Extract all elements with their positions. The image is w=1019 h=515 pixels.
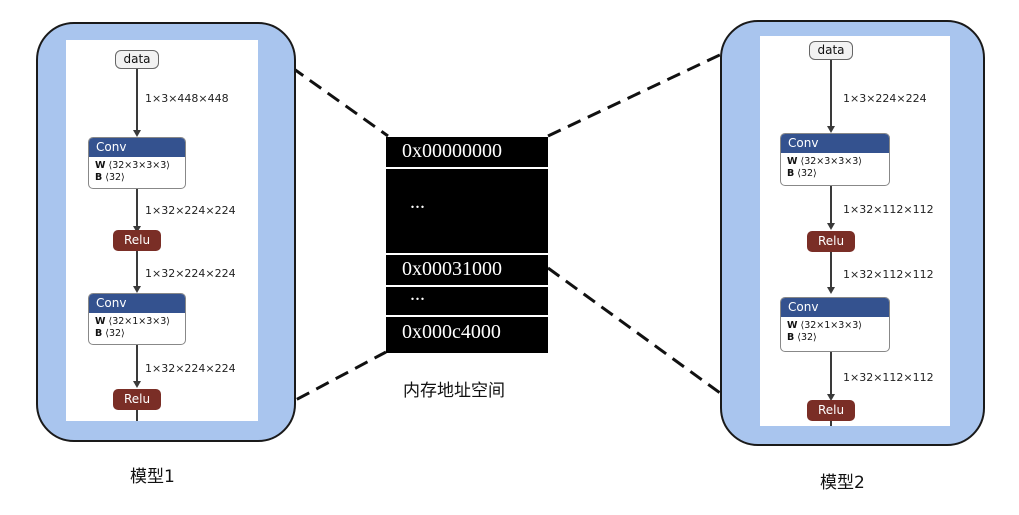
memory-ellipsis: ... bbox=[410, 283, 425, 305]
conv-weight: W⟨32×3×3×3⟩ bbox=[95, 160, 170, 171]
model2-arrow bbox=[827, 394, 835, 401]
model2-shape-label: 1×32×112×112 bbox=[843, 268, 934, 281]
model1-conv-node-1: Conv W⟨32×3×3×3⟩ B⟨32⟩ bbox=[88, 137, 186, 189]
memory-row-1: ... bbox=[386, 169, 548, 253]
model2-edge bbox=[830, 252, 832, 292]
model1-relu-node-2: Relu bbox=[113, 389, 161, 410]
model2-relu-node-2: Relu bbox=[807, 400, 855, 421]
model1-caption: 模型1 bbox=[130, 467, 175, 487]
conv-bias: B⟨32⟩ bbox=[787, 168, 817, 179]
model2-conv-node-2: Conv W⟨32×1×3×3⟩ B⟨32⟩ bbox=[780, 297, 890, 352]
memory-ellipsis: ... bbox=[410, 191, 425, 213]
model1-shape-label: 1×32×224×224 bbox=[145, 362, 236, 375]
model1-data-node: data bbox=[115, 50, 159, 69]
model1-arrow bbox=[133, 286, 141, 293]
model2-arrow bbox=[827, 287, 835, 294]
model1-shape-label: 1×3×448×448 bbox=[145, 92, 229, 105]
model1-graph-area: data 1×3×448×448 Conv W⟨32×3×3×3⟩ B⟨32⟩ … bbox=[66, 40, 258, 421]
memory-row-4: 0x000c4000 bbox=[386, 317, 548, 353]
conv-weight: W⟨32×1×3×3⟩ bbox=[95, 316, 170, 327]
memory-row-3: ... bbox=[386, 283, 548, 315]
model2-graph-area: data 1×3×224×224 Conv W⟨32×3×3×3⟩ B⟨32⟩ … bbox=[760, 36, 950, 426]
model1-edge bbox=[136, 69, 138, 134]
model1-edge bbox=[136, 189, 138, 231]
model2-relu-node-1: Relu bbox=[807, 231, 855, 252]
model1-conv-node-2: Conv W⟨32×1×3×3⟩ B⟨32⟩ bbox=[88, 293, 186, 345]
model2-caption: 模型2 bbox=[820, 473, 865, 493]
conv-title: Conv bbox=[781, 134, 889, 153]
model1-arrow bbox=[133, 130, 141, 137]
memory-row-2: 0x00031000 bbox=[386, 255, 548, 285]
conv-weight: W⟨32×3×3×3⟩ bbox=[787, 156, 862, 167]
model2-shape-label: 1×32×112×112 bbox=[843, 203, 934, 216]
model1-arrow bbox=[133, 226, 141, 233]
model2-arrow bbox=[827, 223, 835, 230]
memory-address: 0x000c4000 bbox=[402, 321, 501, 343]
model2-data-node: data bbox=[809, 41, 853, 60]
conv-bias: B⟨32⟩ bbox=[95, 172, 125, 183]
model2-edge bbox=[830, 186, 832, 228]
model1-shape-label: 1×32×224×224 bbox=[145, 267, 236, 280]
model2-arrow bbox=[827, 126, 835, 133]
memory-address: 0x00000000 bbox=[402, 140, 502, 162]
connector-model2-top bbox=[547, 34, 761, 138]
model2-edge bbox=[830, 352, 832, 398]
model2-edge bbox=[830, 421, 832, 426]
model2-shape-label: 1×32×112×112 bbox=[843, 371, 934, 384]
memory-caption: 内存地址空间 bbox=[403, 381, 505, 401]
conv-bias: B⟨32⟩ bbox=[95, 328, 125, 339]
memory-address: 0x00031000 bbox=[402, 258, 502, 280]
memory-row-0: 0x00000000 bbox=[386, 137, 548, 167]
conv-title: Conv bbox=[781, 298, 889, 317]
conv-title: Conv bbox=[89, 294, 185, 313]
model1-relu-node-1: Relu bbox=[113, 230, 161, 251]
model1-arrow bbox=[133, 381, 141, 388]
model1-edge bbox=[136, 251, 138, 289]
model1-edge bbox=[136, 410, 138, 421]
model2-edge bbox=[830, 60, 832, 130]
model2-shape-label: 1×3×224×224 bbox=[843, 92, 927, 105]
model1-edge bbox=[136, 345, 138, 385]
conv-weight: W⟨32×1×3×3⟩ bbox=[787, 320, 862, 331]
model2-conv-node-1: Conv W⟨32×3×3×3⟩ B⟨32⟩ bbox=[780, 133, 890, 186]
conv-title: Conv bbox=[89, 138, 185, 157]
model1-shape-label: 1×32×224×224 bbox=[145, 204, 236, 217]
conv-bias: B⟨32⟩ bbox=[787, 332, 817, 343]
